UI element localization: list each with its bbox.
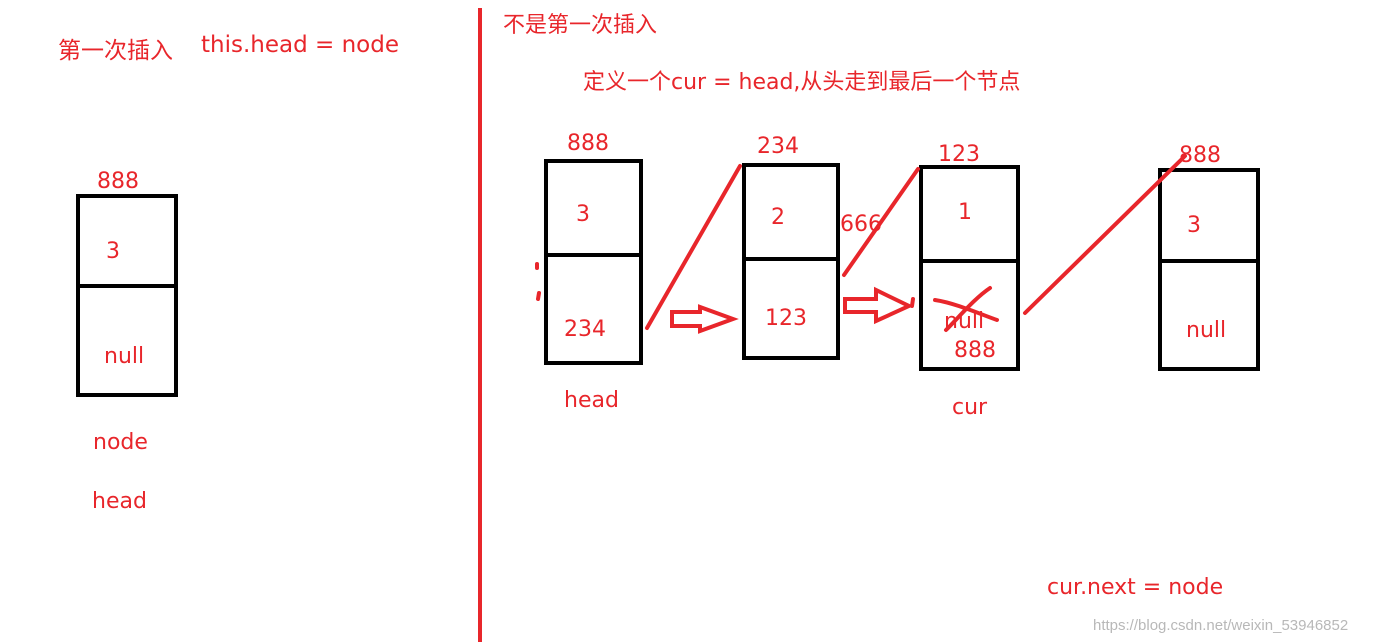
node-2-val-cell: [742, 163, 840, 261]
arrow-right-icon: [670, 304, 739, 334]
left-code: this.head = node: [201, 32, 399, 58]
link-node1-to-node2: [645, 164, 742, 330]
node-1: 888 3 234: [544, 131, 643, 365]
link-node2-to-node3: [842, 167, 920, 277]
right-desc: 定义一个cur = head,从头走到最后一个节点: [583, 70, 1020, 95]
node-2-next-cell: [742, 257, 840, 360]
node-1-label: head: [564, 388, 619, 413]
stray-mark-3: [910, 297, 915, 308]
node-1-val: 3: [576, 202, 590, 227]
link-node3-to-node4: [1023, 154, 1187, 315]
left-title: 第一次插入: [58, 38, 173, 64]
node-1-next-cell: [544, 253, 643, 365]
arrow-right-icon-2: [843, 286, 914, 325]
left-node-val-cell: [76, 194, 178, 288]
watermark-text: https://blog.csdn.net/weixin_53946852: [1093, 617, 1348, 634]
left-node: 888 3 null: [76, 169, 178, 397]
node-4-val-cell: [1158, 168, 1260, 263]
annotation-666: 666: [840, 212, 882, 237]
node-2-next: 123: [765, 306, 807, 331]
stray-mark-2: [536, 291, 541, 301]
right-title: 不是第一次插入: [503, 13, 657, 38]
node-2-val: 2: [771, 205, 785, 230]
node-3: 123 1 null 888: [919, 142, 1020, 371]
node-1-address: 888: [567, 131, 609, 156]
node-4: 888 3 null: [1158, 143, 1260, 371]
node-1-next: 234: [564, 317, 606, 342]
node-3-label: cur: [952, 395, 988, 420]
footer-code: cur.next = node: [1047, 575, 1223, 600]
left-label-head: head: [92, 489, 147, 514]
cross-out-stroke-2: [944, 286, 992, 332]
node-4-val: 3: [1187, 213, 1201, 238]
node-3-val: 1: [958, 200, 972, 225]
node-3-next-new: 888: [954, 338, 996, 363]
node-3-address: 123: [938, 142, 980, 167]
node-3-next-cell: [919, 259, 1020, 371]
node-4-next-cell: [1158, 259, 1260, 371]
left-label-node: node: [93, 430, 148, 455]
left-node-address: 888: [97, 169, 139, 194]
left-node-val: 3: [106, 239, 120, 264]
node-4-next: null: [1186, 318, 1226, 343]
node-1-val-cell: [544, 159, 643, 257]
node-2: 234 2 123: [742, 134, 840, 360]
left-node-next-cell: [76, 284, 178, 397]
node-2-address: 234: [757, 134, 799, 159]
left-node-next: null: [104, 344, 144, 369]
